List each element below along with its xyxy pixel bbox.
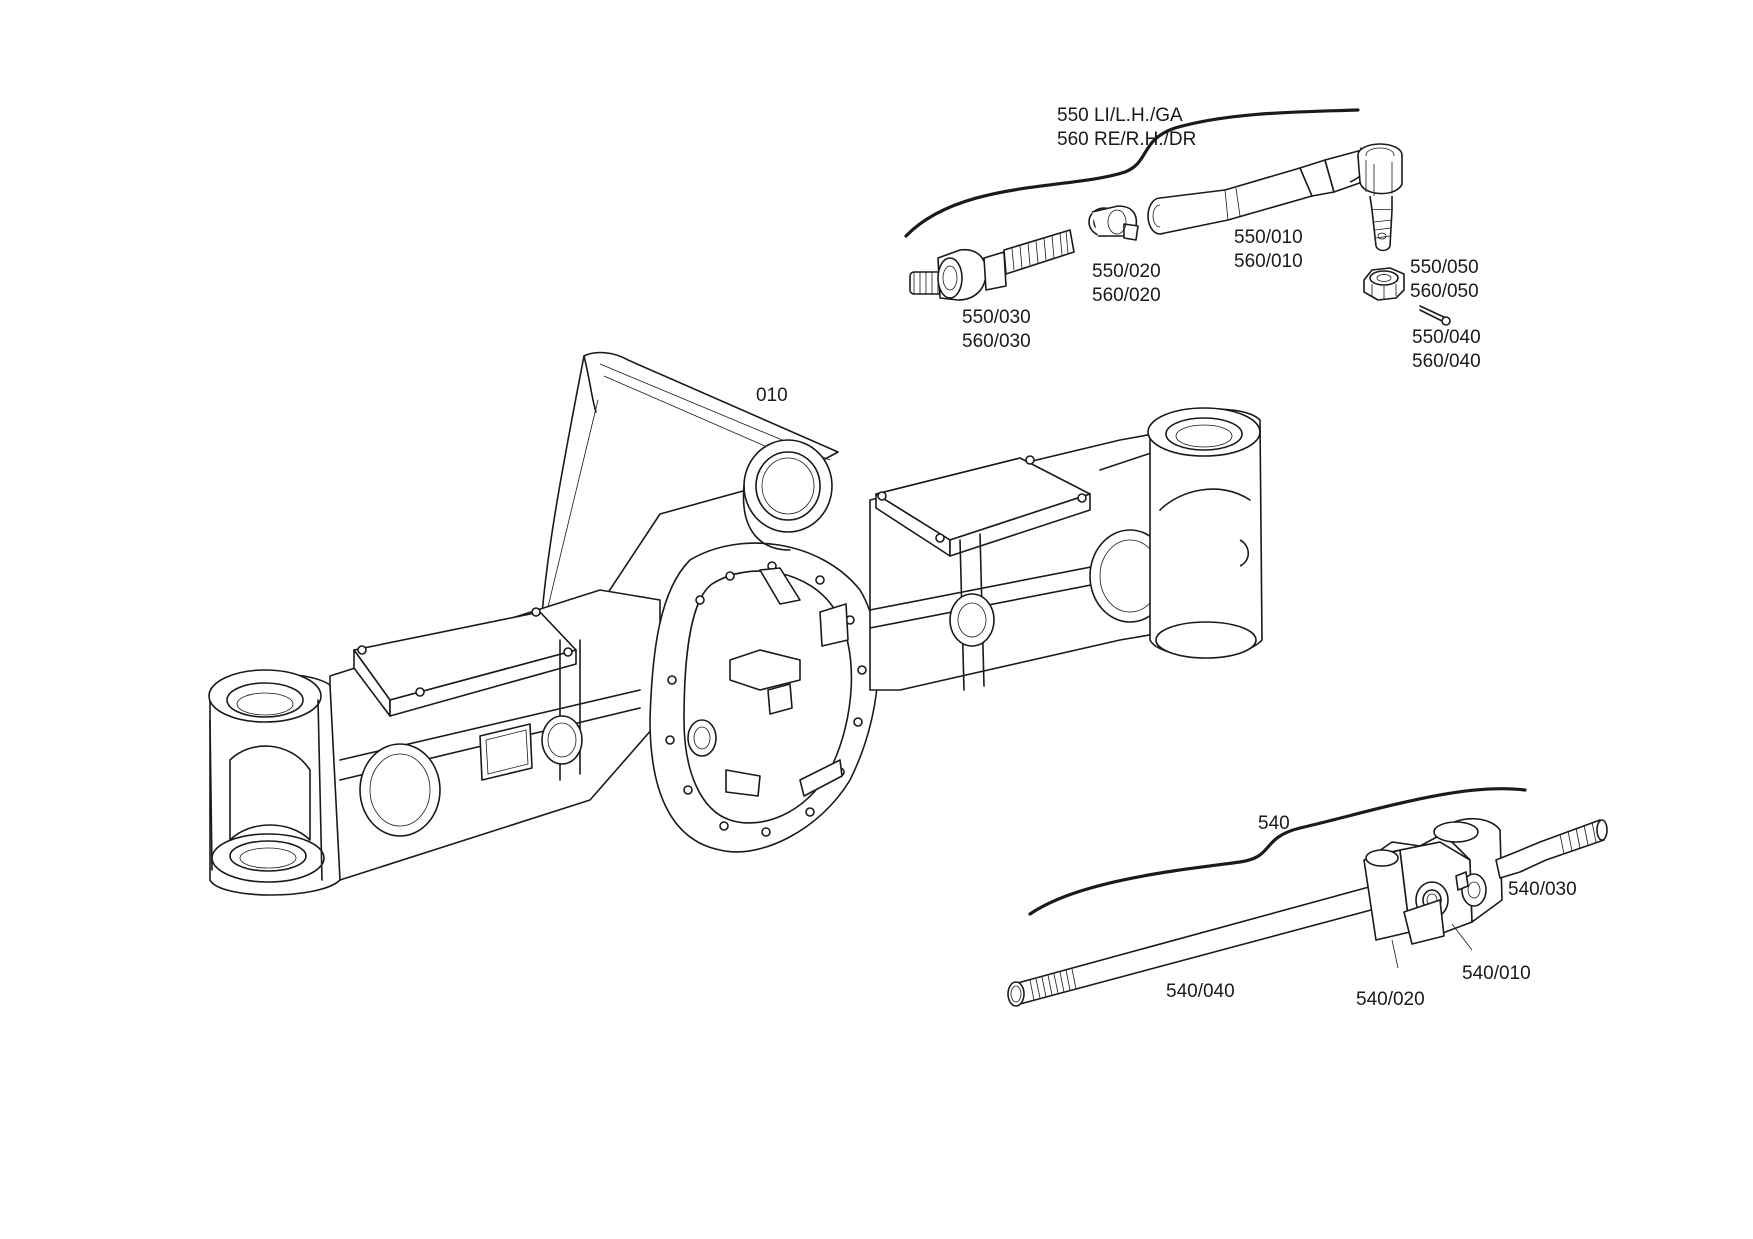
- label-joint-560-030: 560/030: [962, 331, 1031, 352]
- label-joint-550-030: 550/030: [962, 307, 1031, 328]
- castle-nut-drawing: [1363, 267, 1405, 301]
- label-tube-560-010: 560/010: [1234, 251, 1303, 272]
- label-spider-540-010: 540/010: [1462, 963, 1531, 984]
- label-clamp-560-020: 560/020: [1092, 285, 1161, 306]
- label-tube-550-010: 550/010: [1234, 227, 1303, 248]
- label-clamp-550-020: 550/020: [1092, 261, 1161, 282]
- label-yoke-540-020: 540/020: [1356, 989, 1425, 1010]
- label-nut-550-050: 550/050: [1410, 257, 1479, 278]
- tie-rod-tube-drawing: [1147, 143, 1403, 252]
- cotter-pin-drawing: [1419, 305, 1451, 326]
- axle-housing-drawing: [208, 351, 1263, 896]
- label-tie-rod-title-1: 550 LI/L.H./GA: [1057, 105, 1183, 126]
- leader-lines: [1391, 923, 1473, 969]
- label-tie-rod-title-2: 560 RE/R.H./DR: [1057, 129, 1197, 150]
- axle-shaft-drawing: [1007, 818, 1608, 1007]
- label-shaft-tip-540-030: 540/030: [1508, 879, 1577, 900]
- label-pin-560-040: 560/040: [1412, 351, 1481, 372]
- tie-rod-group-bracket: [904, 108, 1360, 238]
- label-housing-010: 010: [756, 385, 788, 406]
- label-shaft-group-540: 540: [1258, 813, 1290, 834]
- label-pin-550-040: 550/040: [1412, 327, 1481, 348]
- label-axle-shaft-540-040: 540/040: [1166, 981, 1235, 1002]
- shaft-group-bracket: [1028, 787, 1527, 916]
- inner-ball-joint-drawing: [909, 229, 1075, 301]
- label-nut-560-050: 560/050: [1410, 281, 1479, 302]
- clamp-drawing: [1088, 205, 1139, 241]
